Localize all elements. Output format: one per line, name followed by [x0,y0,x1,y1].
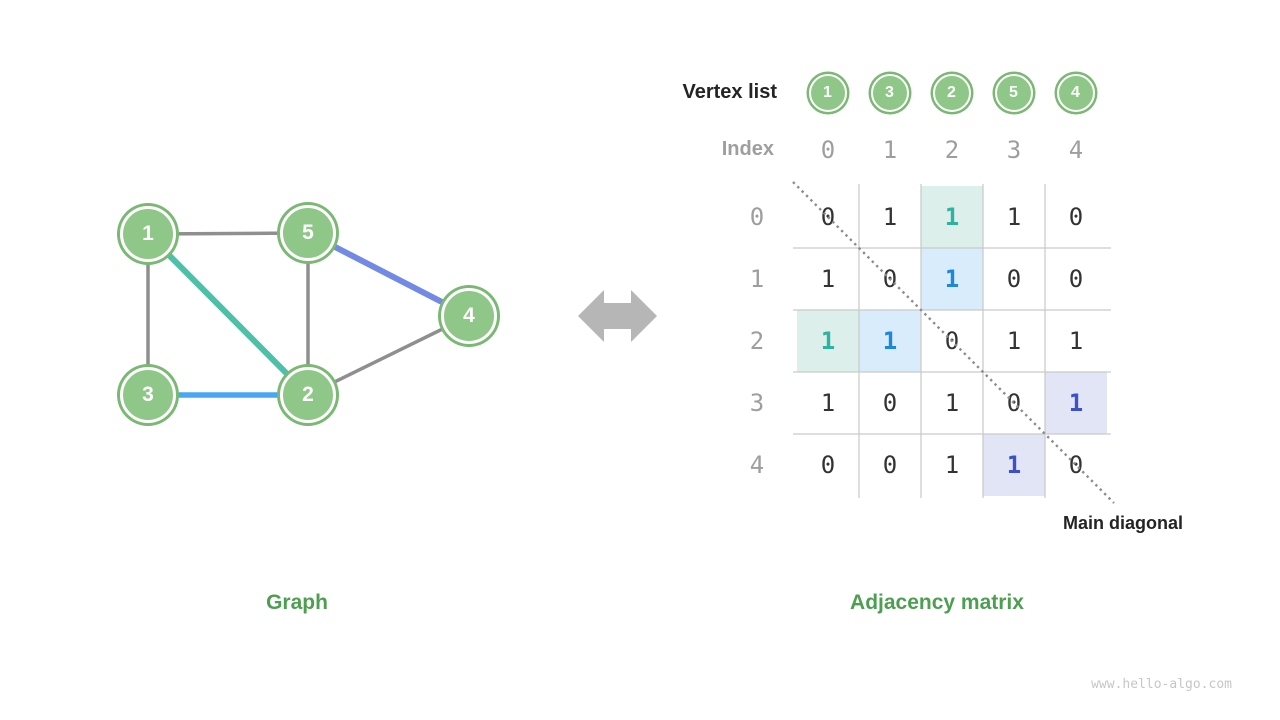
matrix-row-label-0: 0 [749,203,765,231]
graph-vertex-5: 5 [280,205,336,261]
vertex-list-circle-3: 3 [870,73,909,112]
matrix-row-label-1: 1 [749,265,765,293]
matrix-cell-2-4: 1 [1068,327,1084,355]
matrix-cell-0-2: 1 [921,186,983,248]
index-value-2: 2 [944,136,960,164]
matrix-cell-1-2: 1 [921,248,983,310]
matrix-cell-3-2: 1 [944,389,960,417]
graph-vertex-4: 4 [441,288,497,344]
matrix-cell-1-0: 1 [820,265,836,293]
graph-vertex-3: 3 [120,367,176,423]
graph-edge-1-2 [145,231,311,398]
matrix-cell-3-0: 1 [820,389,836,417]
matrix-cell-2-2: 0 [944,327,960,355]
matrix-cell-3-4: 1 [1045,372,1107,434]
index-label: Index [721,138,774,160]
adjacency-matrix-caption: Adjacency matrix [850,591,1024,614]
index-value-1: 1 [882,136,898,164]
matrix-cell-4-1: 0 [882,451,898,479]
vertex-list-circle-1: 1 [808,73,847,112]
matrix-row-label-4: 4 [749,451,765,479]
index-value-0: 0 [820,136,836,164]
matrix-cell-4-4: 0 [1068,451,1084,479]
matrix-cell-0-1: 1 [882,203,898,231]
index-value-3: 3 [1006,136,1022,164]
matrix-cell-0-4: 0 [1068,203,1084,231]
vertex-list-circle-2: 2 [932,73,971,112]
vertex-list-circle-5: 5 [994,73,1033,112]
matrix-cell-2-0: 1 [797,310,859,372]
matrix-row-label-2: 2 [749,327,765,355]
matrix-cell-2-1: 1 [859,310,921,372]
double-arrow-icon [578,290,657,342]
matrix-cell-0-0: 0 [820,203,836,231]
matrix-cell-1-3: 0 [1006,265,1022,293]
matrix-cell-4-0: 0 [820,451,836,479]
graph-vertex-1: 1 [120,206,176,262]
matrix-cell-4-2: 1 [944,451,960,479]
graph-vertex-2: 2 [280,367,336,423]
vertex-list-circle-4: 4 [1056,73,1095,112]
watermark: www.hello-algo.com [1091,677,1232,692]
matrix-cell-2-3: 1 [1006,327,1022,355]
matrix-cell-0-3: 1 [1006,203,1022,231]
main-diagonal-label: Main diagonal [1062,513,1183,533]
matrix-cell-3-3: 0 [1006,389,1022,417]
matrix-cell-1-1: 0 [882,265,898,293]
matrix-cell-3-1: 0 [882,389,898,417]
graph-caption: Graph [266,591,328,614]
matrix-row-label-3: 3 [749,389,765,417]
matrix-cell-4-3: 1 [983,434,1045,496]
index-value-4: 4 [1068,136,1084,164]
matrix-cell-1-4: 0 [1068,265,1084,293]
vertex-list-label: Vertex list [682,81,777,103]
